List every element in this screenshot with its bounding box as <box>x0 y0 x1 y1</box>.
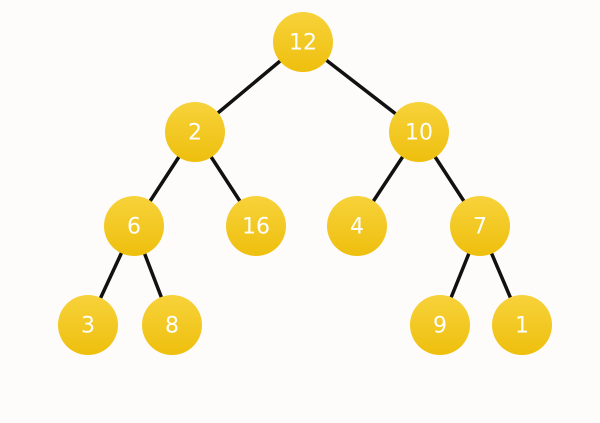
node-circle <box>58 295 118 355</box>
nodes: 3 8 6 16 2 4 9 1 7 10 12 <box>58 12 552 355</box>
tree-node-8: 8 <box>142 295 202 355</box>
node-label: 12 <box>289 31 317 56</box>
edge-12-10 <box>323 57 399 117</box>
node-label: 1 <box>515 314 529 339</box>
node-label: 7 <box>473 215 487 240</box>
tree-node-9: 9 <box>410 295 470 355</box>
edge-10-7 <box>432 153 467 205</box>
edge-7-1 <box>489 250 513 301</box>
node-circle <box>327 196 387 256</box>
edge-2-16 <box>208 153 243 205</box>
node-circle <box>165 102 225 162</box>
node-label: 2 <box>188 121 202 146</box>
node-circle <box>104 196 164 256</box>
node-circle <box>492 295 552 355</box>
node-label: 6 <box>127 215 141 240</box>
edge-6-3 <box>98 249 124 302</box>
edge-6-8 <box>142 250 164 301</box>
node-circle <box>273 12 333 72</box>
tree-node-4: 4 <box>327 196 387 256</box>
tree-node-12: 12 <box>273 12 333 72</box>
edge-7-9 <box>448 250 472 301</box>
edges <box>98 57 513 302</box>
tree-node-6: 6 <box>104 196 164 256</box>
node-label: 16 <box>242 215 270 240</box>
node-circle <box>410 295 470 355</box>
edge-2-6 <box>147 153 182 205</box>
tree-node-16: 16 <box>226 196 286 256</box>
node-label: 3 <box>81 314 95 339</box>
node-circle <box>226 196 286 256</box>
node-label: 8 <box>165 314 179 339</box>
tree-node-1: 1 <box>492 295 552 355</box>
edge-12-2 <box>214 58 284 116</box>
tree-node-7: 7 <box>450 196 510 256</box>
node-label: 10 <box>405 121 433 146</box>
node-circle <box>450 196 510 256</box>
node-label: 9 <box>433 314 447 339</box>
edge-10-4 <box>370 153 406 205</box>
tree-node-2: 2 <box>165 102 225 162</box>
tree-node-3: 3 <box>58 295 118 355</box>
node-label: 4 <box>350 215 364 240</box>
node-circle <box>389 102 449 162</box>
node-circle <box>142 295 202 355</box>
tree-node-10: 10 <box>389 102 449 162</box>
